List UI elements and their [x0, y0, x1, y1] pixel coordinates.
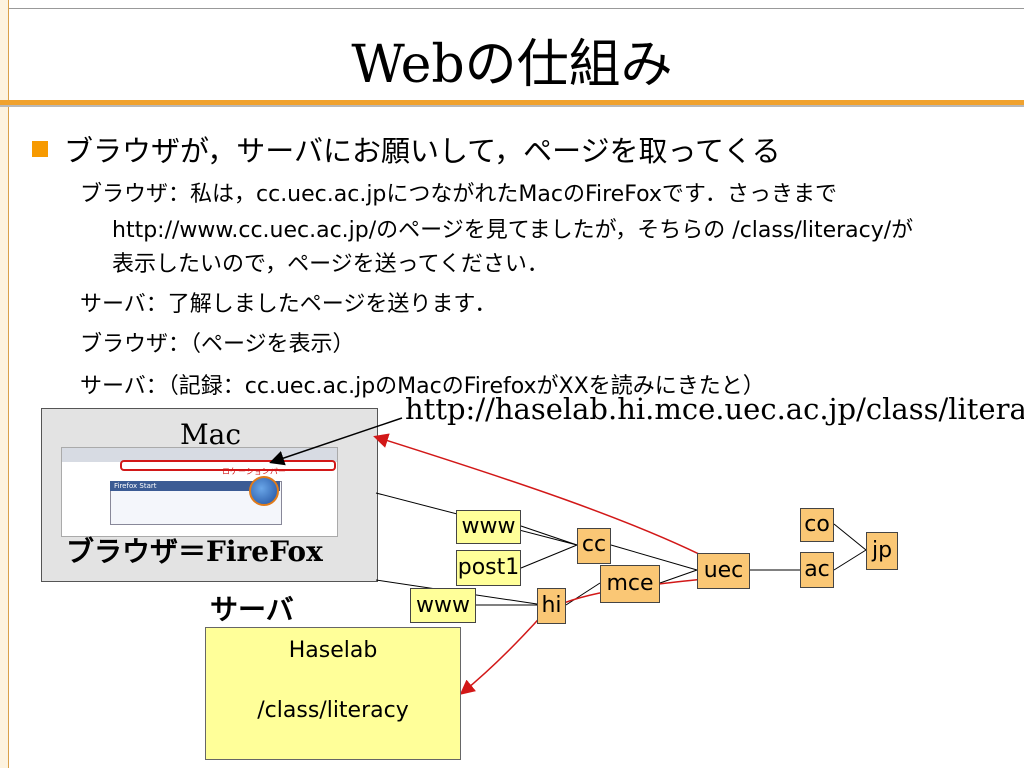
node-co: co — [800, 508, 834, 542]
request-url: http://haselab.hi.mce.uec.ac.jp/class/li… — [405, 392, 1024, 426]
title-underline-accent — [0, 100, 1024, 105]
mac-label: Mac — [180, 418, 242, 451]
node-post1: post1 — [456, 550, 521, 586]
node-mce: mce — [600, 565, 660, 603]
link-mce-uec — [659, 569, 698, 584]
link-co-jp — [833, 523, 867, 551]
browser-screenshot: ロケーションバー Firefox Start — [61, 447, 338, 537]
link-ac-jp — [833, 549, 867, 571]
node-jp: jp — [866, 532, 898, 570]
top-border — [0, 0, 1024, 9]
left-margin-strip — [0, 0, 9, 768]
slide-title: Webの仕組み — [351, 35, 673, 95]
bullet-text: ブラウザが，サーバにお願いして，ページを取ってくる — [64, 134, 781, 168]
node-ac: ac — [800, 552, 834, 588]
link-cc-uec — [610, 544, 698, 571]
browser-label: ブラウザ＝FireFox — [66, 535, 323, 568]
dialogue-browser-request-line1: ブラウザ：私は，cc.uec.ac.jpにつながれたMacのFireFoxです．… — [80, 182, 838, 207]
dialogue-browser-display: ブラウザ：（ページを表示） — [80, 332, 355, 357]
dialogue-server-reply: サーバ：了解しましたページを送ります． — [80, 292, 497, 317]
node-www-cc: www — [456, 510, 521, 544]
haselab-server-box: Haselab /class/literacy — [205, 627, 461, 760]
node-www-hi: www — [410, 588, 476, 623]
browser-toolbar — [62, 448, 337, 462]
node-cc: cc — [577, 528, 611, 564]
bullet-square-icon — [32, 141, 48, 157]
dialogue-browser-request-line2: http://www.cc.uec.ac.jp/のページを見てましたが，そちらの… — [112, 218, 914, 243]
dialogue-browser-request-line3: 表示したいので，ページを送ってください． — [112, 252, 549, 277]
server-name: Haselab — [288, 638, 378, 663]
location-bar-label: ロケーションバー — [222, 467, 286, 476]
location-bar — [120, 460, 336, 471]
dialogue-server-log: サーバ：（記録：cc.uec.ac.jpのMacのFirefoxがXXを読みにき… — [80, 374, 765, 399]
link-www-cc — [520, 525, 578, 546]
node-hi: hi — [537, 588, 566, 624]
firefox-start-header: Firefox Start — [110, 481, 280, 491]
url-pointer-arrow — [269, 417, 403, 466]
link-post1-cc — [520, 544, 578, 569]
server-path: /class/literacy — [257, 698, 409, 723]
firefox-logo-icon — [249, 476, 279, 506]
title-underline-shadow — [0, 105, 1024, 107]
request-path-arrow — [373, 433, 731, 571]
node-uec: uec — [697, 553, 750, 589]
link-hi-mce — [565, 582, 601, 606]
server-label: サーバ — [210, 593, 294, 626]
